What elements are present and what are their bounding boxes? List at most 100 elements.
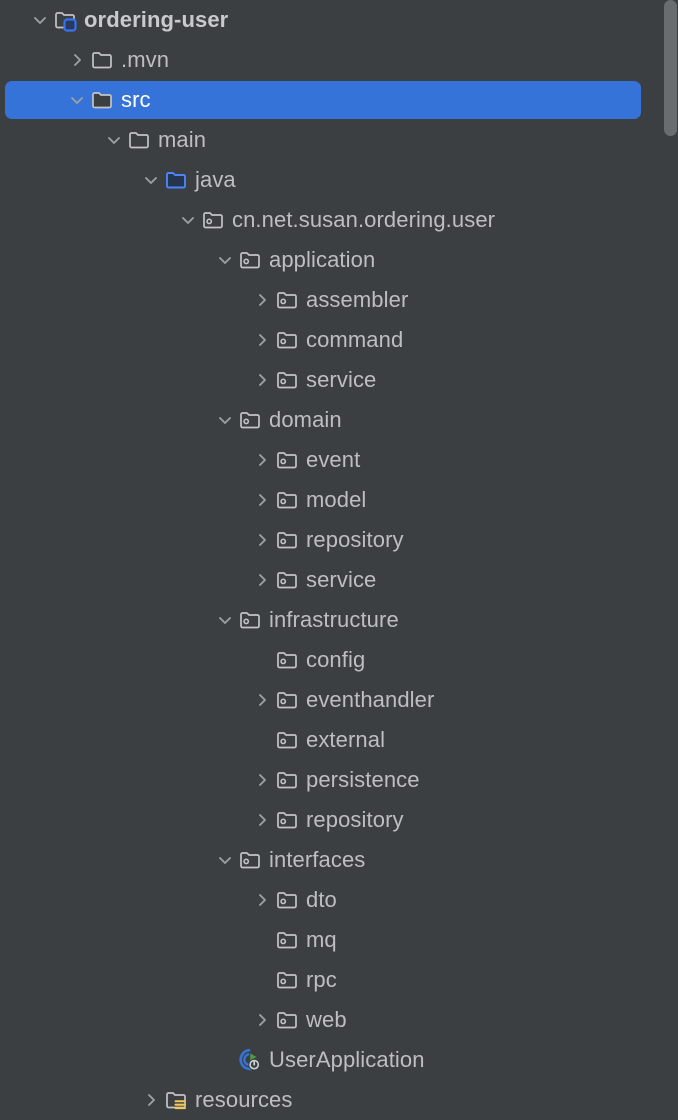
chevron-right-icon[interactable] [250, 280, 274, 320]
tree-row-application[interactable]: application [0, 240, 678, 280]
chevron-right-icon[interactable] [65, 40, 89, 80]
tree-row-label: repository [306, 807, 404, 832]
folder-icon [92, 52, 112, 69]
chevron-down-icon [108, 137, 120, 144]
package-icon [274, 1000, 300, 1040]
tree-row-dto[interactable]: dto [0, 880, 678, 920]
chevron-right-icon [259, 374, 266, 386]
tree-row-label: eventhandler [306, 687, 435, 712]
chevron-down-icon[interactable] [213, 600, 237, 640]
chevron-right-icon[interactable] [250, 680, 274, 720]
package-icon [240, 252, 260, 269]
tree-row-interfaces[interactable]: interfaces [0, 840, 678, 880]
tree-row-java[interactable]: java [0, 160, 678, 200]
package-icon [274, 720, 300, 760]
tree-row-label: mq [306, 927, 337, 952]
package-icon [274, 760, 300, 800]
chevron-right-icon [259, 1014, 266, 1026]
tree-row-rpc[interactable]: rpc [0, 960, 678, 1000]
package-icon [277, 772, 297, 789]
tree-row-label: command [306, 327, 404, 352]
chevron-down-icon[interactable] [213, 400, 237, 440]
tree-row-src[interactable]: src [0, 80, 678, 120]
chevron-right-icon[interactable] [250, 1000, 274, 1040]
chevron-down-icon [219, 257, 231, 264]
folder-icon [92, 92, 112, 109]
package-icon [240, 412, 260, 429]
tree-row-eventhandler[interactable]: eventhandler [0, 680, 678, 720]
chevron-right-icon[interactable] [250, 880, 274, 920]
chevron-down-icon[interactable] [213, 840, 237, 880]
tree-row-label: config [306, 647, 366, 672]
tree-row-service[interactable]: service [0, 360, 678, 400]
tree-row-config[interactable]: config [0, 640, 678, 680]
tree-row--mvn[interactable]: .mvn [0, 40, 678, 80]
chevron-down-icon [219, 417, 231, 424]
chevron-right-icon [148, 1094, 155, 1106]
tree-row-label: service [306, 567, 377, 592]
tree-row-domain[interactable]: domain [0, 400, 678, 440]
package-icon [274, 440, 300, 480]
chevron-down-icon[interactable] [28, 0, 52, 40]
tree-row-cn-net-susan-ordering-user[interactable]: cn.net.susan.ordering.user [0, 200, 678, 240]
spring-boot-run-class-icon [237, 1040, 263, 1080]
tree-row-service[interactable]: service [0, 560, 678, 600]
tree-row-model[interactable]: model [0, 480, 678, 520]
chevron-right-icon[interactable] [250, 560, 274, 600]
spring-boot-run-class-icon [239, 1048, 261, 1071]
tree-row-web[interactable]: web [0, 1000, 678, 1040]
vertical-scrollbar-thumb[interactable] [664, 0, 677, 136]
tree-row-repository[interactable]: repository [0, 800, 678, 840]
package-icon [274, 360, 300, 400]
chevron-right-icon [259, 574, 266, 586]
tree-row-resources[interactable]: resources [0, 1080, 678, 1120]
tree-row-label: event [306, 447, 361, 472]
tree-row-userapplication[interactable]: UserApplication [0, 1040, 678, 1080]
tree-row-command[interactable]: command [0, 320, 678, 360]
vertical-scrollbar-track[interactable] [663, 0, 678, 1118]
package-icon [277, 532, 297, 549]
tree-row-label: rpc [306, 967, 337, 992]
package-icon [203, 212, 223, 229]
tree-row-event[interactable]: event [0, 440, 678, 480]
tree-row-infrastructure[interactable]: infrastructure [0, 600, 678, 640]
tree-row-label: main [158, 127, 207, 152]
chevron-down-icon[interactable] [102, 120, 126, 160]
chevron-right-icon [259, 494, 266, 506]
chevron-right-icon[interactable] [250, 480, 274, 520]
chevron-right-icon[interactable] [139, 1080, 163, 1120]
tree-row-label: persistence [306, 767, 420, 792]
tree-row-label: ordering-user [84, 7, 229, 32]
tree-spacer [250, 640, 274, 680]
chevron-right-icon[interactable] [250, 360, 274, 400]
chevron-right-icon[interactable] [250, 800, 274, 840]
chevron-down-icon[interactable] [139, 160, 163, 200]
package-icon [277, 892, 297, 909]
source-root-folder-icon [163, 160, 189, 200]
package-icon [277, 292, 297, 309]
chevron-right-icon[interactable] [250, 320, 274, 360]
tree-row-label: .mvn [121, 47, 170, 72]
chevron-down-icon [219, 857, 231, 864]
chevron-right-icon[interactable] [250, 520, 274, 560]
tree-row-persistence[interactable]: persistence [0, 760, 678, 800]
folder-icon [89, 40, 115, 80]
tree-row-label: external [306, 727, 386, 752]
tree-row-external[interactable]: external [0, 720, 678, 760]
package-icon [277, 572, 297, 589]
tree-row-ordering-user[interactable]: ordering-user [0, 0, 678, 40]
chevron-down-icon[interactable] [65, 80, 89, 120]
tree-row-label: assembler [306, 287, 409, 312]
chevron-down-icon[interactable] [213, 240, 237, 280]
tree-row-main[interactable]: main [0, 120, 678, 160]
package-icon [274, 320, 300, 360]
tree-spacer [213, 1040, 237, 1080]
chevron-down-icon[interactable] [176, 200, 200, 240]
package-icon [277, 372, 297, 389]
tree-row-assembler[interactable]: assembler [0, 280, 678, 320]
tree-row-repository[interactable]: repository [0, 520, 678, 560]
tree-row-mq[interactable]: mq [0, 920, 678, 960]
chevron-right-icon[interactable] [250, 760, 274, 800]
chevron-right-icon[interactable] [250, 440, 274, 480]
